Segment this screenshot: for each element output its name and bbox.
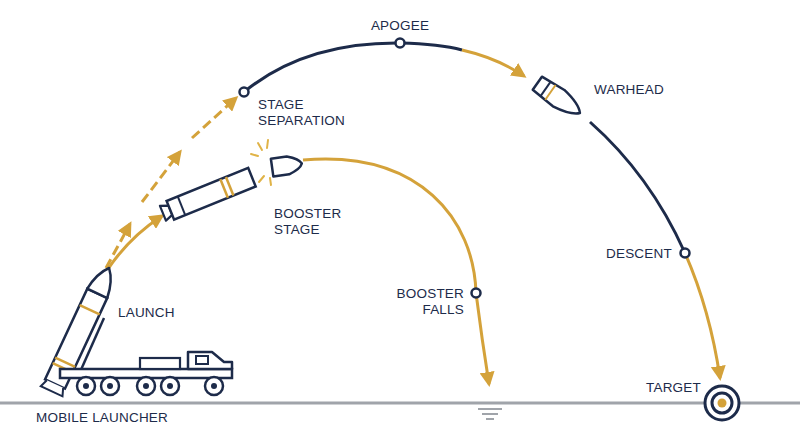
descent-arc: [590, 122, 685, 253]
warhead-icon: [532, 75, 586, 121]
phase-label: LAUNCH: [118, 305, 175, 321]
booster-fall-arc: [303, 159, 489, 384]
ascent-dash: [142, 152, 180, 202]
apogee-label: APOGEE: [371, 18, 429, 34]
booster-stage-icon: [159, 168, 256, 223]
phase-label: BOOSTER FALLS: [388, 286, 464, 318]
vehicle-label: MOBILE LAUNCHER: [36, 410, 168, 426]
separated-nose-icon: [271, 155, 303, 177]
warhead-label: WARHEAD: [594, 82, 664, 98]
booster-path: [106, 216, 162, 272]
ground-symbol: [478, 409, 502, 419]
target-symbol: [705, 386, 739, 420]
target-label: TARGET: [646, 380, 701, 396]
ground-line: [0, 402, 800, 405]
stage-label: BOOSTER STAGE: [274, 206, 350, 238]
descent-arrow: [685, 253, 720, 378]
phase-label: DESCENT: [606, 246, 672, 262]
mobile-launcher-icon: [41, 263, 232, 396]
trajectory-arrow: [462, 50, 524, 76]
stage-label: STAGE SEPARATION: [258, 97, 348, 129]
separation-spark: [251, 140, 271, 185]
ascent-dash: [192, 98, 236, 138]
waypoint-marker: [240, 39, 690, 298]
trajectory-arc: [244, 43, 462, 92]
